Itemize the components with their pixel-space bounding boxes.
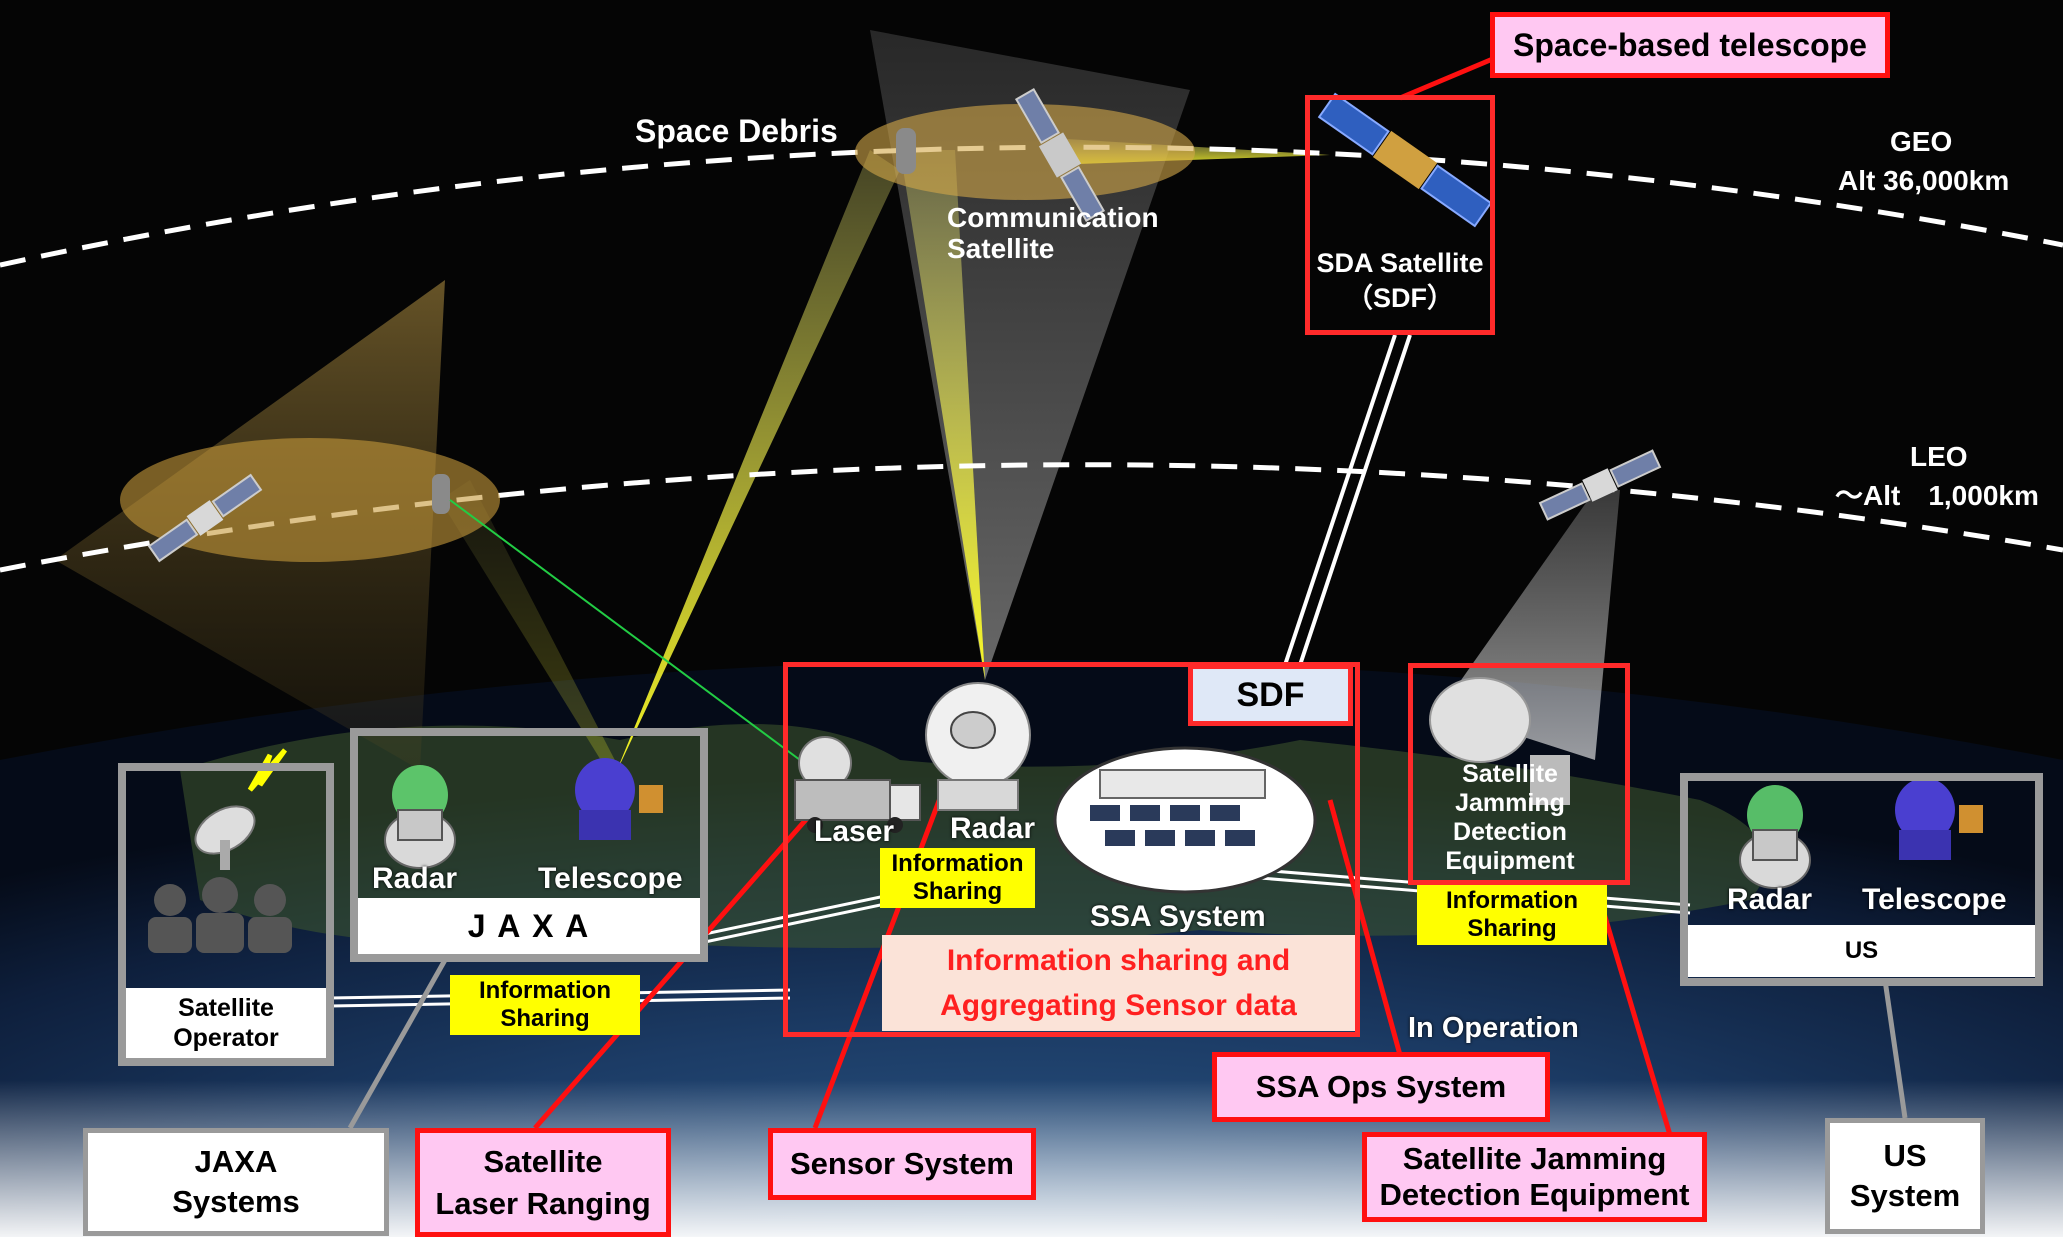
- jamming-line4: Equipment: [1445, 847, 1575, 875]
- operator-frame: [118, 763, 334, 1066]
- comm-satellite-icon: [1014, 88, 1106, 222]
- jaxa-frame: [350, 728, 708, 962]
- sdf-center-frame: [783, 662, 1360, 1037]
- jaxa-radar-icon: [384, 765, 456, 869]
- sda-satellite-label-line2: （SDF）: [1346, 283, 1454, 313]
- jamming-info-sharing-line2: Sharing: [1467, 915, 1557, 942]
- leader-jaxa-systems: [347, 958, 448, 1130]
- leo-altitude: ～Alt 1,000km: [1835, 480, 2039, 511]
- leader-us: [1882, 979, 1908, 1119]
- beam-jaxa-telescope: [440, 480, 620, 775]
- leader-space-telescope: [1399, 55, 1496, 101]
- jamming-label: Satellite Jamming Detection Equipment: [1412, 760, 1608, 876]
- leader-sensor: [812, 784, 948, 1129]
- space-debris-label: Space Debris: [635, 113, 838, 149]
- leo-debris-object: [432, 474, 450, 514]
- leader-ssa-ops: [1327, 799, 1403, 1056]
- sdf-tag: SDF: [1188, 664, 1353, 726]
- laser-label: Laser: [814, 815, 895, 848]
- comm-satellite-label-line2: Satellite: [947, 233, 1055, 264]
- laser-truck-icon: [794, 736, 921, 833]
- jaxa-systems-line2: Systems: [172, 1184, 300, 1219]
- aggregate-line1: Information sharing and: [946, 944, 1291, 977]
- us-system-line2: System: [1849, 1178, 1961, 1213]
- us-system-line1: US: [1883, 1137, 1927, 1173]
- leo-satellite-2-icon: [1538, 449, 1662, 521]
- jamming-line1: Satellite: [1462, 760, 1558, 788]
- sda-satellite-label-line1: SDA Satellite: [1316, 248, 1484, 278]
- leader-slr: [533, 813, 812, 1130]
- operator-people-icon: [148, 877, 292, 953]
- sensor-system-callout: Sensor System: [768, 1128, 1036, 1200]
- slr-line2: Laser Ranging: [435, 1185, 651, 1221]
- sdf-radar-label: Radar: [950, 812, 1036, 845]
- us-system-callout: US System: [1825, 1118, 1985, 1234]
- jaxa-radar-label: Radar: [372, 862, 458, 895]
- jaxa-info-sharing-line2: Sharing: [500, 1005, 590, 1032]
- geo-altitude: Alt 36,000km: [1838, 165, 2010, 196]
- us-frame: [1680, 773, 2043, 986]
- ssa-system-label: SSA System: [1090, 900, 1266, 933]
- jamming-callout-line2: Detection Equipment: [1379, 1177, 1690, 1212]
- us-radar-label: Radar: [1727, 883, 1813, 916]
- leo-label: LEO: [1910, 441, 1968, 472]
- jaxa-systems-line1: JAXA: [194, 1143, 278, 1179]
- sda-satellite-icon: [1317, 92, 1493, 228]
- jaxa-info-sharing-line1: Information: [479, 977, 611, 1005]
- geo-label: GEO: [1890, 126, 1953, 157]
- aggregate-data-panel: Information sharing and Aggregating Sens…: [882, 935, 1355, 1031]
- slr-line1: Satellite: [483, 1143, 603, 1179]
- jaxa-telescope-label: Telescope: [538, 862, 683, 895]
- ssa-ops-center-icon: [1053, 746, 1317, 894]
- operator-line2: Operator: [173, 1024, 279, 1052]
- jamming-line3: Detection: [1453, 818, 1567, 846]
- jamming-dish-icon: [1429, 677, 1570, 805]
- slr-callout: Satellite Laser Ranging: [415, 1128, 671, 1237]
- jamming-info-sharing-badge: Information Sharing: [1417, 885, 1607, 945]
- sda-satellite-frame: [1305, 95, 1495, 335]
- jamming-info-sharing-line1: Information: [1446, 887, 1578, 915]
- geo-debris-zone: [855, 104, 1195, 200]
- us-radar-icon: [1739, 785, 1811, 889]
- jaxa-name-bar: J A X A: [358, 898, 700, 954]
- operator-name-bar: Satellite Operator: [126, 988, 326, 1058]
- leo-debris-zone: [120, 438, 500, 562]
- sdf-radar-dome-icon: [925, 682, 1031, 811]
- operator-line1: Satellite: [178, 994, 274, 1022]
- laser-beam-line: [449, 499, 801, 761]
- sdf-link-a: [1278, 334, 1397, 681]
- space-telescope-callout: Space-based telescope: [1490, 12, 1890, 78]
- us-telescope-label: Telescope: [1862, 883, 2007, 916]
- geo-debris-object: [896, 128, 916, 174]
- geo-orbit: [0, 144, 2063, 268]
- jamming-callout: Satellite Jamming Detection Equipment: [1362, 1132, 1707, 1222]
- sdf-link-b: [1293, 334, 1412, 681]
- leo-satellite-icon: [147, 473, 263, 563]
- sdf-info-sharing-line1: Information: [891, 850, 1024, 878]
- beam-sdf-radar-yellow: [900, 150, 985, 680]
- sdf-info-sharing-line2: Sharing: [912, 878, 1003, 905]
- leader-jamming: [1597, 899, 1673, 1136]
- jaxa-info-sharing-badge: Information Sharing: [450, 975, 640, 1035]
- ssa-ops-callout: SSA Ops System: [1212, 1052, 1550, 1122]
- link-jaxa-center-a: [699, 893, 891, 937]
- jamming-frame: [1408, 663, 1630, 885]
- jamming-callout-line1: Satellite Jamming: [1402, 1141, 1667, 1177]
- jamming-line2: Jamming: [1455, 789, 1565, 817]
- jaxa-telescope-icon: [575, 758, 663, 840]
- in-operation-label: In Operation: [1408, 1012, 1579, 1044]
- jaxa-systems-callout: JAXA Systems: [83, 1128, 389, 1236]
- us-telescope-icon: [1895, 778, 1983, 860]
- comm-satellite-label-line1: Communication: [947, 202, 1159, 233]
- aggregate-line2: Aggregating Sensor data: [940, 989, 1297, 1022]
- sdf-info-sharing-badge: Information Sharing: [880, 848, 1035, 908]
- link-jaxa-center-b: [699, 901, 891, 945]
- us-name-bar: US: [1688, 925, 2035, 977]
- beam-telescope-to-geo: [615, 150, 900, 775]
